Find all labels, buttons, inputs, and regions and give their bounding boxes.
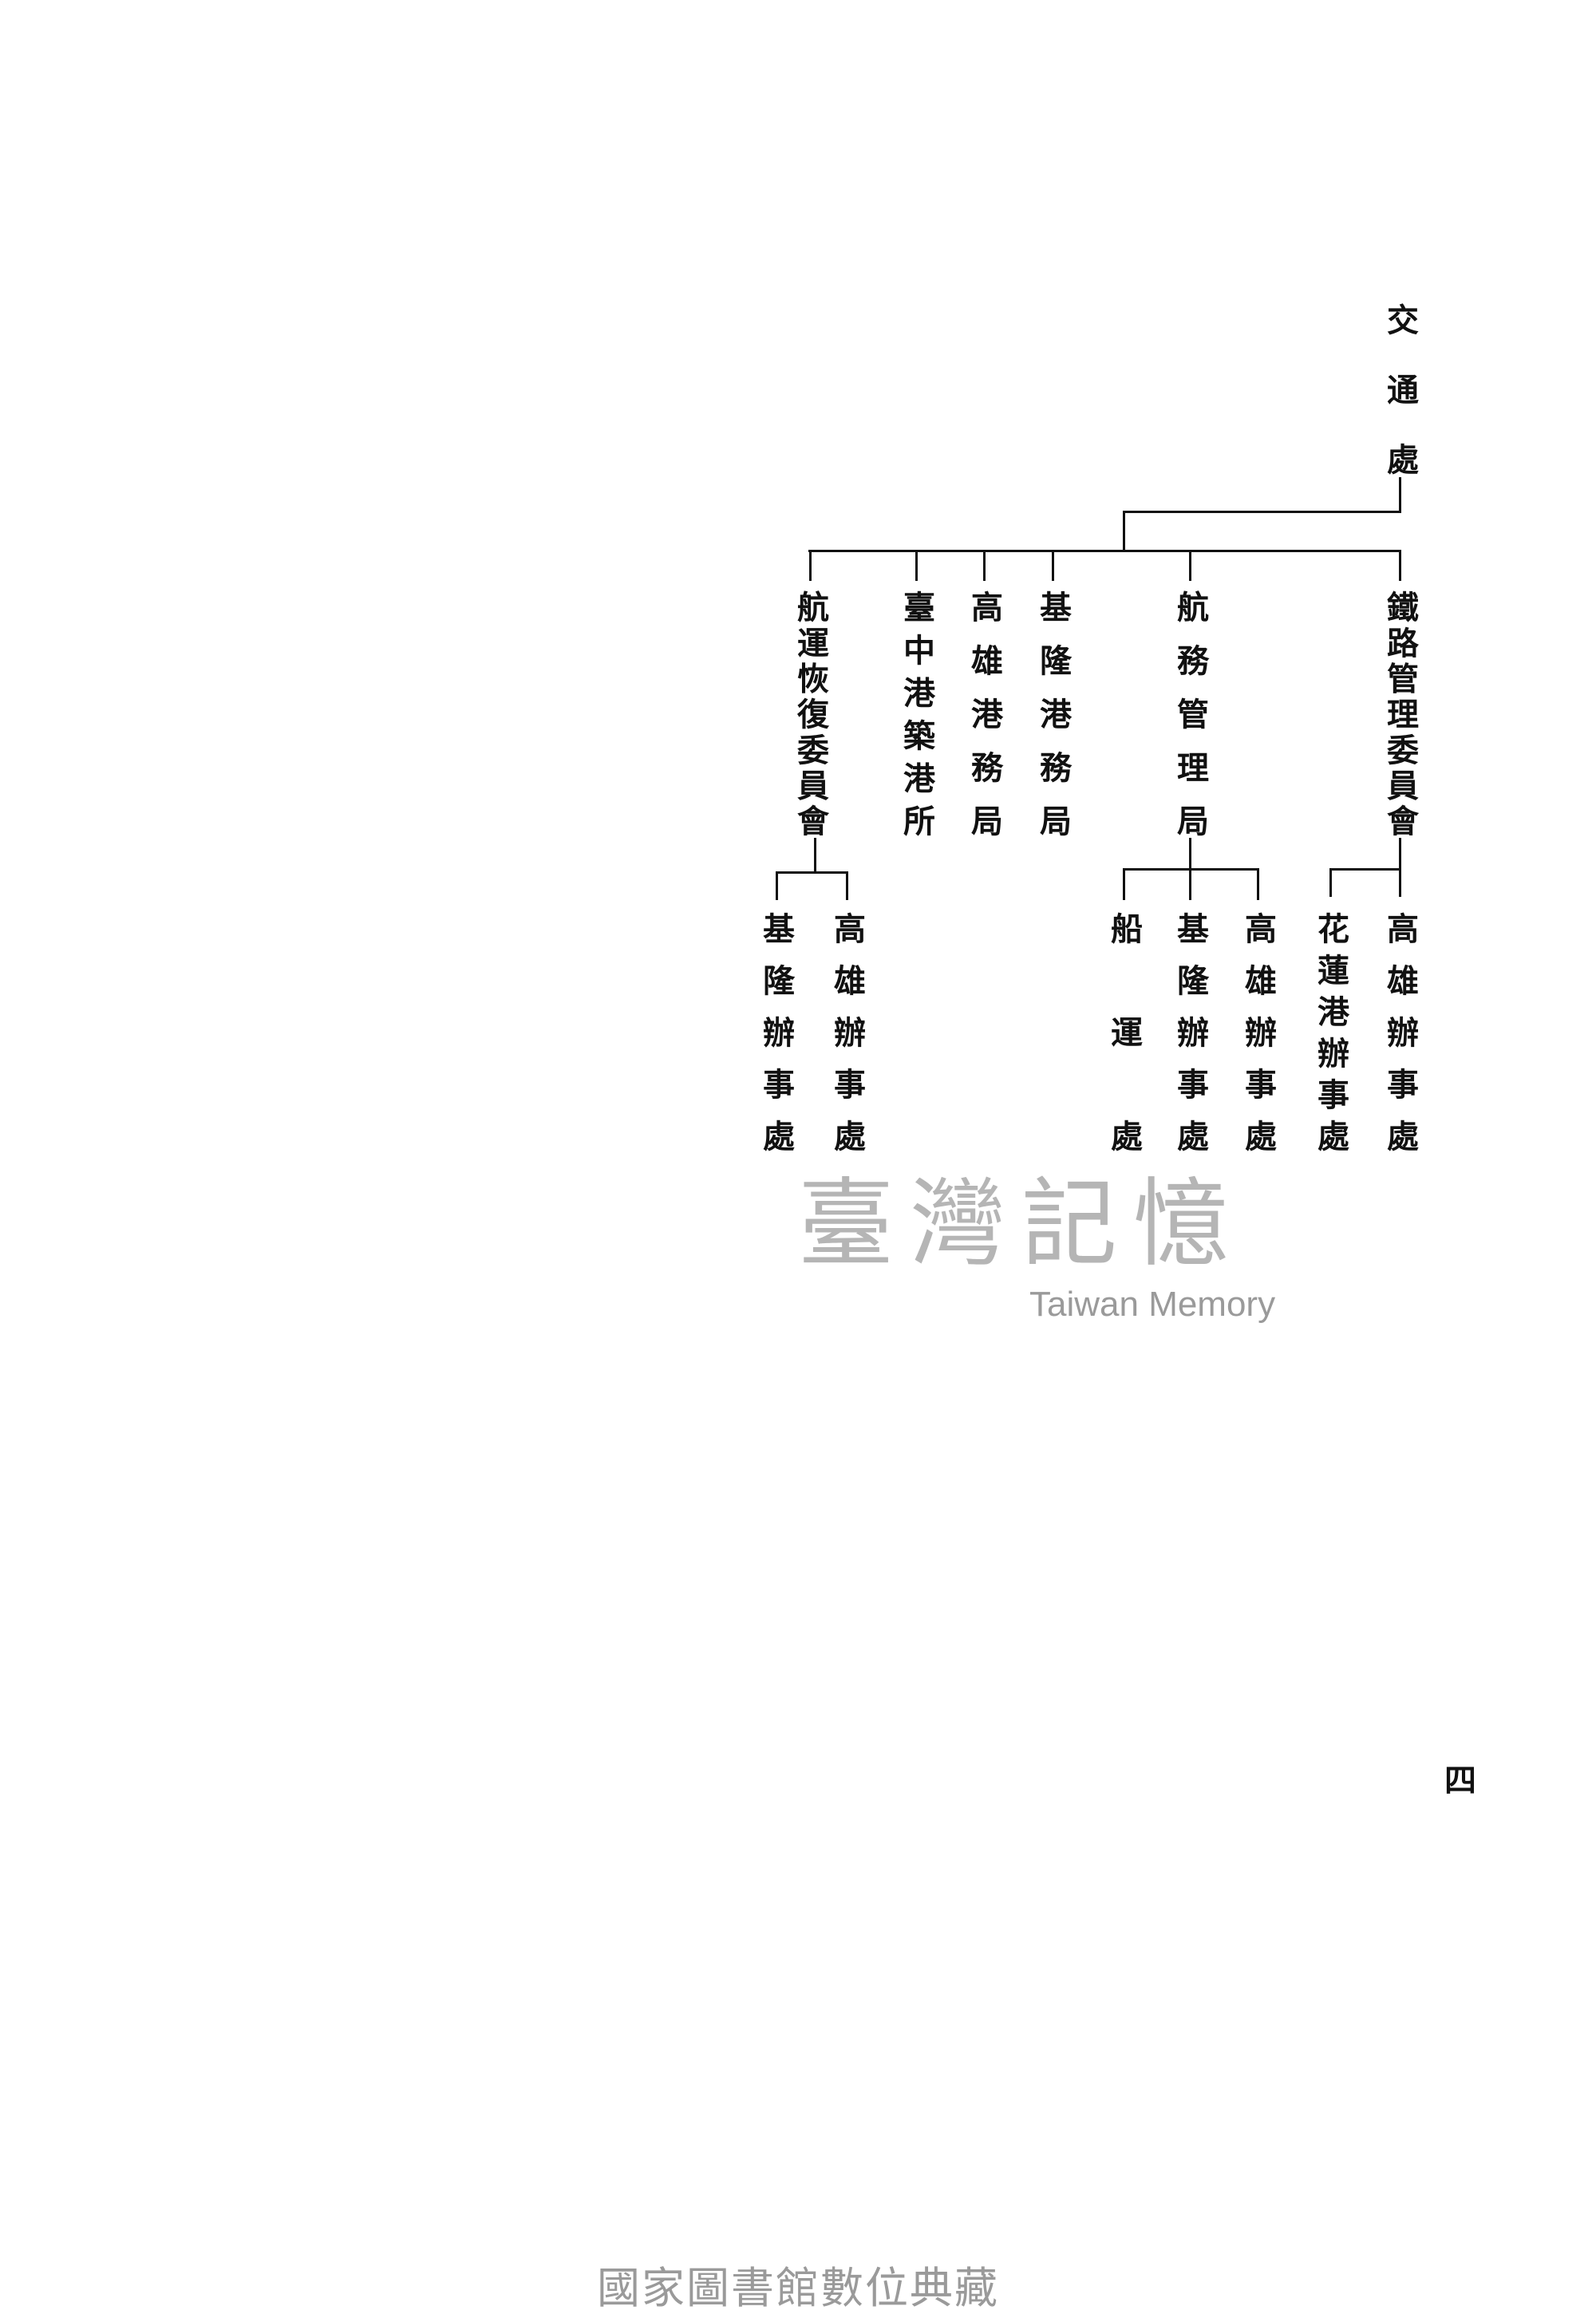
connector-line [814,838,816,873]
connector-line [1052,551,1054,581]
node-kaohsiung-harbor-bureau: 高雄港務局 [966,590,1003,836]
connector-line [1399,477,1401,512]
connector-line [1189,868,1191,900]
node-taichung-harbor-construction: 臺中港築港所 [898,590,935,836]
footer-credit: 國家圖書館數位典藏 [597,2263,999,2313]
connector-line [1399,838,1401,870]
node-navigation-admin-bureau: 航務管理局 [1171,590,1209,836]
connector-line [1123,868,1125,900]
connector-line [1124,511,1401,513]
connector-line [1189,838,1191,870]
watermark-english: Taiwan Memory [1029,1285,1276,1324]
connector-line [809,551,812,581]
node-shipping-recovery-committee: 航運恢復委員會 [792,590,829,836]
connector-line [808,550,1401,552]
page-number: 四 [1444,1762,1476,1799]
node-hualien-harbor-office: 花蓮港辦事處 [1312,912,1349,1151]
connector-line [1257,868,1259,900]
node-railway-admin-committee: 鐵路管理委員會 [1381,590,1419,836]
connector-line [1399,868,1401,897]
node-keelung-harbor-bureau: 基隆港務局 [1034,590,1072,836]
node-keelung-office: 基隆辦事處 [1171,912,1209,1151]
connector-line [1330,868,1401,871]
node-keelung-office: 基隆辦事處 [757,912,795,1151]
connector-line [1329,868,1332,897]
root-node: 交通處 [1381,303,1419,475]
node-shipping-division: 船運處 [1105,912,1143,1151]
node-kaohsiung-office: 高雄辦事處 [828,912,866,1151]
connector-line [1399,551,1401,581]
connector-line [776,871,847,874]
connector-line [846,871,848,900]
connector-line [983,551,986,581]
connector-line [1123,511,1125,552]
node-kaohsiung-office: 高雄辦事處 [1239,912,1277,1151]
connector-line [776,871,778,900]
node-kaohsiung-office: 高雄辦事處 [1381,912,1419,1151]
watermark-logo: 臺灣記憶 [798,1169,1245,1280]
connector-line [915,551,918,581]
connector-line [1189,551,1191,581]
